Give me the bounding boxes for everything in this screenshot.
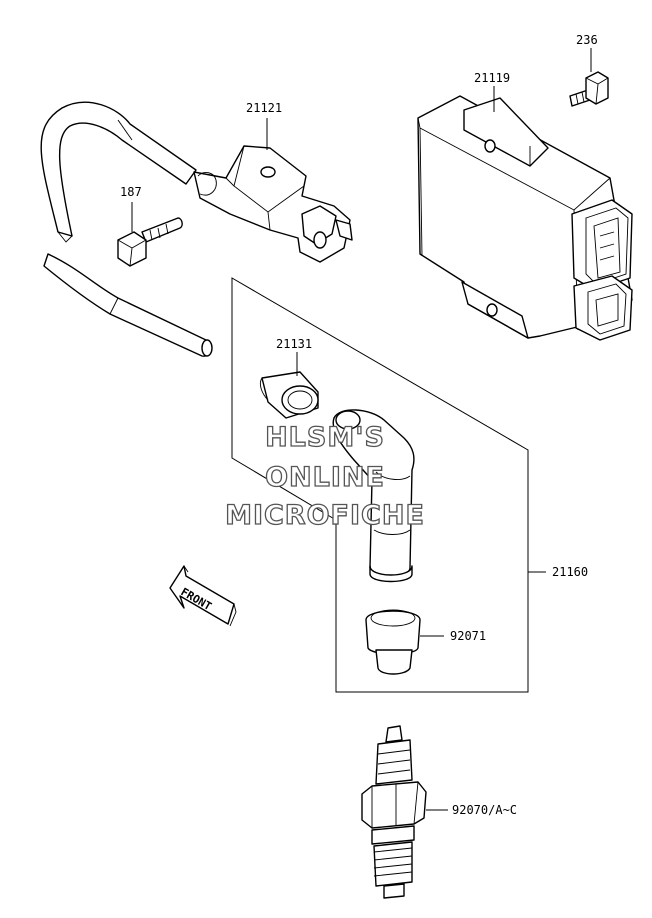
part-number-236: 236 [576,33,598,47]
part-number-21119: 21119 [474,71,510,85]
watermark-line-3: MICROFICHE [225,500,425,531]
plug-cap-group-outline [231,277,529,693]
grommet-92071 [365,609,421,675]
part-number-92071: 92071 [450,629,486,643]
watermark-line-1: HLSM'S [265,422,385,453]
high-tension-lead [40,101,213,357]
seal-21131 [259,371,319,419]
part-number-187: 187 [120,185,142,199]
watermark: HLSM'S ONLINE MICROFICHE [224,421,425,531]
front-arrow: FRONT [169,565,237,627]
part-number-21160: 21160 [552,565,588,579]
part-number-92070: 92070/A~C [452,803,517,817]
ignition-coil [193,145,353,263]
bolt-236 [569,71,609,107]
spark-plug [361,725,427,899]
leader-lines [131,48,592,811]
part-number-21131: 21131 [276,337,312,351]
bolt-187 [117,217,183,267]
part-number-21121: 21121 [246,101,282,115]
igniter-unit [417,95,633,341]
watermark-line-2: ONLINE [265,462,385,493]
plug-cap [332,409,415,583]
